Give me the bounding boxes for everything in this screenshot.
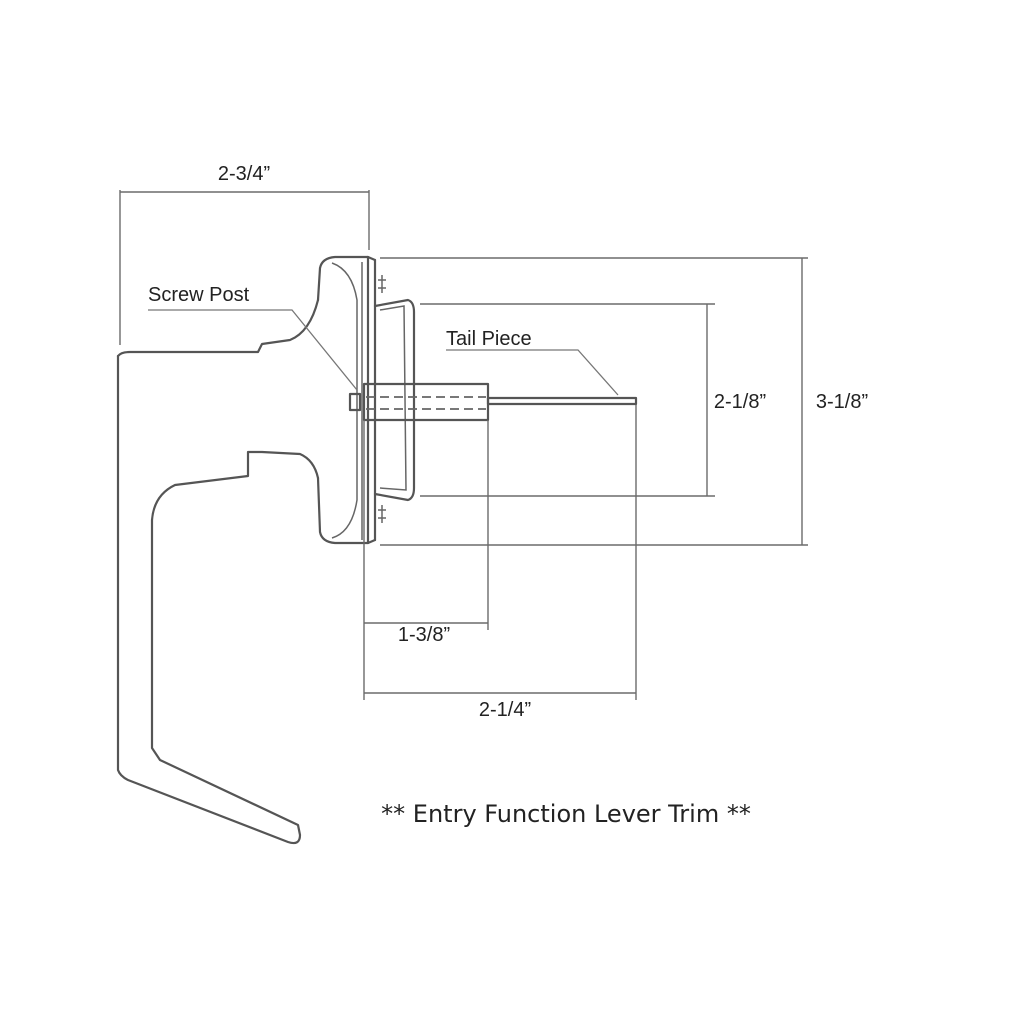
inner-rose-height-label: 2-1/8” [714,391,766,413]
outer-rose-height-dimension: 3-1/8” [380,257,868,546]
tail-piece [486,396,638,406]
tail-piece-label: Tail Piece [446,328,532,350]
outer-rose [316,255,377,545]
overall-depth-dimension: 2-3/4” [119,163,370,345]
lever-handle [116,298,320,845]
tail-length-label: 2-1/4” [479,699,531,721]
inner-rose-height-dimension: 2-1/8” [420,303,766,497]
tail-piece-callout: Tail Piece [446,328,619,396]
diagram-caption: ** Entry Function Lever Trim ** [381,800,751,828]
outer-rose-height-label: 3-1/8” [816,391,868,413]
inner-rose [373,275,416,523]
overall-depth-label: 2-3/4” [218,163,270,185]
tail-length-dimension: 2-1/4” [364,405,637,721]
spindle-length-label: 1-3/8” [398,624,450,646]
screw-post [348,382,490,422]
spindle-length-dimension: 1-3/8” [363,420,489,700]
screw-post-label: Screw Post [148,284,250,306]
screw-post-callout: Screw Post [148,284,358,391]
